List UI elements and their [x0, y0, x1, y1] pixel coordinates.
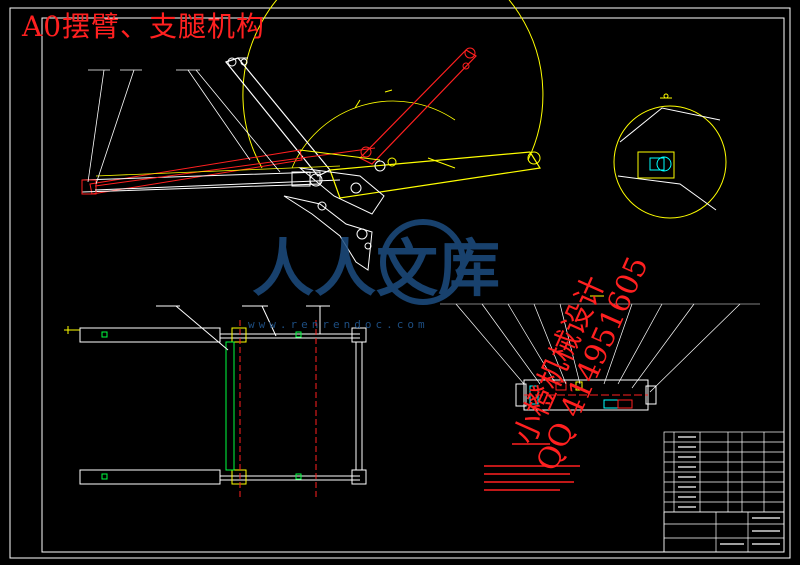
plan-vertical-green: [225, 341, 235, 471]
yellow-arm-pin: [527, 151, 541, 165]
center-pin-b: [350, 182, 362, 194]
main-elevation-view: [81, 0, 544, 271]
drawing-title: A0摆臂、支腿机构: [22, 10, 266, 43]
center-block: [291, 171, 311, 187]
plan-bottom-tube: [79, 469, 221, 485]
plan-bottom-right-joint: [351, 469, 367, 485]
yellow-rod: [299, 149, 381, 161]
detail-marker: [663, 93, 669, 99]
arc-leader: [354, 99, 361, 109]
title-block: [663, 431, 785, 553]
inner-border: [41, 17, 785, 553]
arc-leader-2: [384, 89, 393, 93]
red-arm: [358, 49, 477, 165]
red-arm-pin-mid: [462, 62, 470, 70]
folded-leg: [283, 195, 373, 271]
watermark-ring: [380, 219, 466, 305]
detail-view-circle: [613, 93, 727, 219]
plan-vertical-white: [355, 341, 363, 471]
center-pin-d: [387, 157, 397, 167]
center-pin-c: [374, 160, 386, 172]
detail-clevis: [637, 151, 675, 179]
arm-pin-1: [227, 57, 237, 67]
swing-arc-inner: [291, 100, 456, 169]
leg-pin-2: [356, 228, 368, 240]
cylinder-end-cap: [81, 179, 97, 195]
cylinder-rod-red: [94, 147, 376, 187]
cylinder-body-red: [89, 149, 303, 195]
detail-pin: [656, 156, 672, 172]
cylinder-rod-white: [94, 179, 341, 191]
technical-notes: [484, 443, 580, 491]
watermark-logo: 人人文库: [252, 219, 500, 305]
plan-bottom-joint: [231, 469, 247, 485]
arm-pin-2: [240, 58, 248, 66]
plan-top-joint: [231, 327, 247, 343]
watermark-brand: 人人文库: [252, 232, 500, 305]
detail-circle: [613, 105, 727, 219]
leg-pin-3: [364, 242, 372, 250]
title-block-marks: [678, 436, 780, 545]
detail-arm: [617, 107, 721, 211]
plan-top-tube: [79, 327, 221, 343]
outer-border: [9, 7, 791, 559]
red-arm-pin-base: [360, 146, 372, 158]
yellow-arm: [329, 151, 541, 199]
white-arm-upper: [224, 57, 331, 177]
red-arm-pin-top: [464, 47, 476, 59]
plan-view: [64, 305, 367, 500]
swing-arc-outer: [242, 0, 544, 169]
center-bracket: [298, 167, 385, 215]
leg-pin-1: [317, 201, 327, 211]
arc-leader-3: [427, 157, 456, 169]
watermark-url: www.renrendoc.com: [248, 318, 429, 331]
leader-lines-top: [87, 69, 281, 185]
detail-block: [649, 157, 665, 171]
cylinder-section-view: [440, 295, 760, 411]
